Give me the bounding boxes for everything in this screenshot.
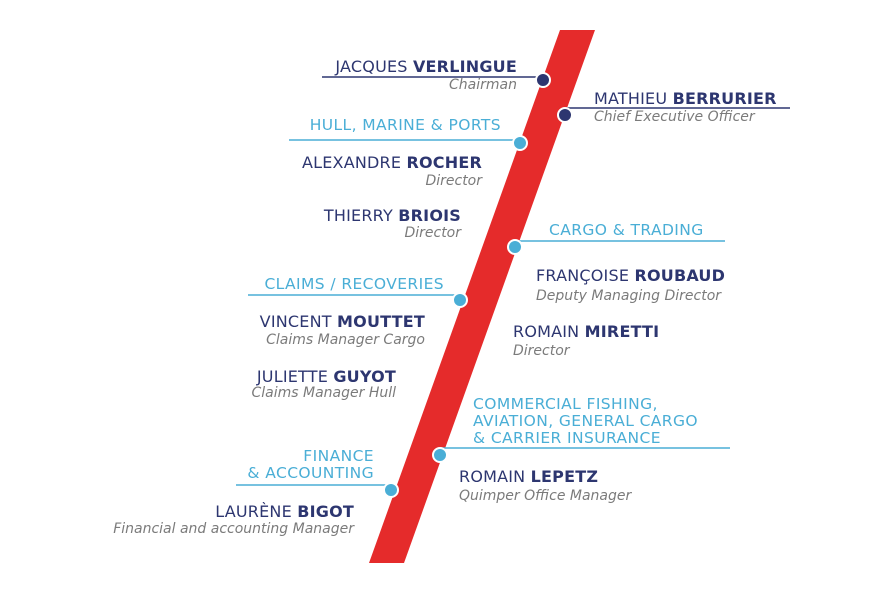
quimper-name: ROMAIN LEPETZ: [459, 467, 599, 486]
dept-claims-label: CLAIMS / RECOVERIES: [264, 275, 444, 293]
chairman-role: Chairman: [449, 77, 517, 93]
dept-commercial-line1: COMMERCIAL FISHING,: [473, 395, 658, 413]
hull-director-name: ALEXANDRE ROCHER: [301, 153, 482, 172]
claims-cargo-role: Claims Manager Cargo: [266, 332, 425, 348]
claims-hull-role: Claims Manager Hull: [251, 385, 396, 401]
dept-finance-line1: FINANCE: [303, 447, 374, 465]
ceo-dot: [557, 107, 573, 123]
hull-director2-role: Director: [404, 225, 461, 241]
dept-finance-line2: & ACCOUNTING: [247, 464, 374, 482]
cargo-director-role: Director: [513, 343, 570, 359]
finance-dot: [383, 482, 399, 498]
chairman-name: JACQUES VERLINGUE: [335, 57, 517, 76]
chairman-dot: [535, 72, 551, 88]
finance-role: Financial and accounting Manager: [113, 521, 354, 537]
finance-name: LAURÈNE BIGOT: [215, 502, 354, 521]
dept-hull-label: HULL, MARINE & PORTS: [309, 116, 501, 134]
claims-hull-name: JULIETTE GUYOT: [256, 367, 396, 386]
dept-commercial-line2: AVIATION, GENERAL CARGO: [473, 412, 698, 430]
red-band: [369, 30, 595, 563]
quimper-role: Quimper Office Manager: [459, 488, 632, 504]
dept-commercial-line3: & CARRIER INSURANCE: [473, 429, 661, 447]
hull-director2-name: THIERRY BRIOIS: [323, 206, 461, 225]
ceo-name: MATHIEU BERRURIER: [594, 89, 777, 108]
commercial-dot: [432, 447, 448, 463]
dept-cargo-label: CARGO & TRADING: [549, 221, 704, 239]
ceo-role: Chief Executive Officer: [594, 109, 755, 125]
hull-director-role: Director: [425, 173, 482, 189]
hull-dot: [512, 135, 528, 151]
cargo-director-name: ROMAIN MIRETTI: [513, 322, 660, 341]
claims-dot: [452, 292, 468, 308]
claims-cargo-name: VINCENT MOUTTET: [259, 312, 425, 331]
cargo-deputy-role: Deputy Managing Director: [536, 288, 722, 304]
cargo-deputy-name: FRANÇOISE ROUBAUD: [536, 266, 726, 285]
cargo-dot: [507, 239, 523, 255]
